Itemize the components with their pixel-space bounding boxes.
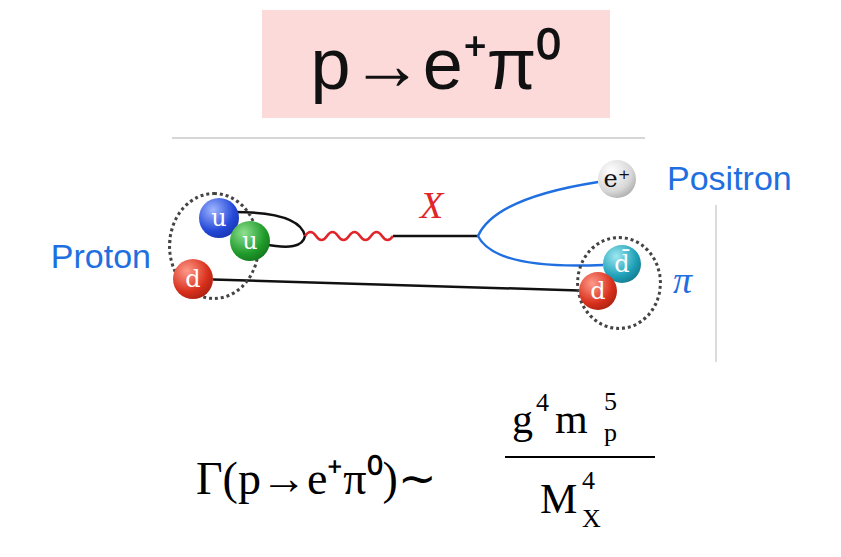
up-quark: u: [230, 221, 270, 261]
quark-line: [393, 235, 478, 238]
formula-text: Γ(p→e⁺π⁰)∼: [196, 456, 437, 502]
down-quark: d: [173, 259, 213, 299]
outer-label: π: [673, 261, 692, 299]
particle-letter: u: [211, 206, 226, 230]
particle-letter: u: [242, 229, 257, 253]
title-text: p→e⁺π⁰: [311, 28, 562, 100]
outer-label: Positron: [667, 161, 792, 195]
formula-subscript: X: [582, 506, 601, 532]
connector-line: [213, 280, 579, 291]
title-box: p→e⁺π⁰: [262, 10, 610, 118]
formula-symbol: m: [555, 398, 588, 440]
pion-outline: πd̄d: [576, 236, 662, 330]
fraction-bar: [505, 456, 655, 458]
boson-wave: [305, 232, 393, 240]
particle-letter: d̄: [614, 252, 629, 276]
outer-label: Proton: [51, 239, 151, 273]
particle-letter: e⁺: [604, 167, 631, 191]
down-quark: d: [579, 272, 617, 310]
formula-exponent: 4: [536, 390, 549, 416]
positron: e⁺Positron: [598, 160, 636, 198]
connector-line: [478, 182, 603, 266]
frame-line: [172, 137, 645, 139]
particle-letter: d: [185, 267, 200, 291]
formula-symbol: M: [540, 478, 577, 520]
particle-letter: d: [590, 279, 605, 303]
frame-line: [715, 205, 717, 362]
formula-subscript: p: [604, 420, 617, 446]
boson-label: X: [420, 186, 443, 224]
proton-outline: Protonuud: [168, 192, 260, 300]
formula-exponent: 4: [582, 468, 595, 494]
formula-symbol: g: [512, 398, 533, 440]
formula-exponent: 5: [604, 389, 617, 415]
